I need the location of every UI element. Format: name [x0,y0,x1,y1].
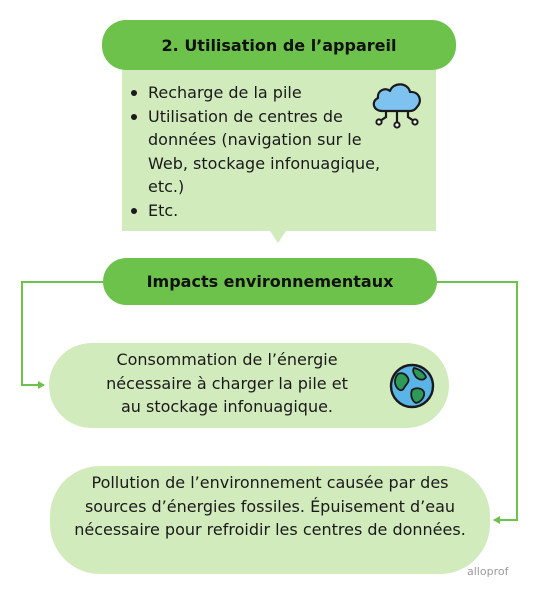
impacts-heading-text: Impacts environnementaux [146,272,394,291]
usage-item-recharge: Recharge de la pile [128,81,388,105]
impact-energy: Consommation de l’énergie nécessaire à c… [49,343,449,428]
left-connector [21,281,103,389]
usage-title-text: 2. Utilisation de l’appareil [161,35,397,55]
impact-pollution-text: Pollution de l’environnement causée par … [74,473,466,539]
earth-globe-icon [389,363,435,409]
alloprof-logo: alloprof [467,565,509,578]
right-connector [437,281,518,524]
usage-pointer [270,231,286,243]
cloud-network-icon [372,83,421,129]
usage-item-etc: Etc. [128,199,388,223]
usage-item-data-centres: Utilisation de centres de données (navig… [128,105,388,199]
impact-pollution: Pollution de l’environnement causée par … [50,466,490,574]
usage-list: Recharge de la pile Utilisation de centr… [128,81,388,222]
impact-energy-text: Consommation de l’énergie nécessaire à c… [106,350,348,416]
impacts-heading: Impacts environnementaux [103,258,437,305]
usage-title: 2. Utilisation de l’appareil [102,20,456,70]
